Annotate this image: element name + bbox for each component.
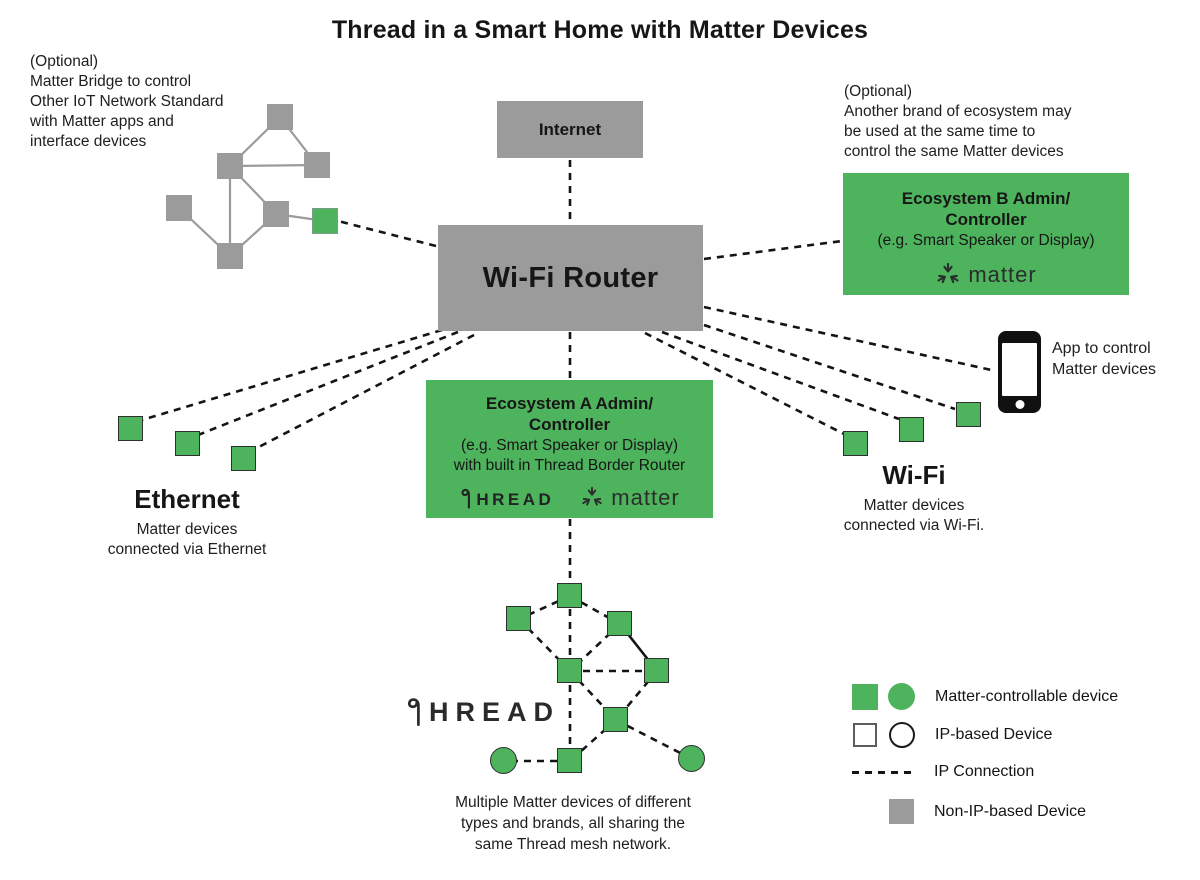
thread-matter-device <box>557 658 582 683</box>
ecosystem-a-subtitle: (e.g. Smart Speaker or Display) with bui… <box>453 437 686 474</box>
ethernet-heading: Ethernet <box>134 484 240 514</box>
thread-curl-t-icon <box>461 488 471 509</box>
legend-row-matter: Matter-controllable device <box>852 683 1118 710</box>
green-square-swatch <box>852 683 878 710</box>
white-square-swatch <box>853 723 877 747</box>
ecosystem-b-optional-note: (Optional) Another brand of ecosystem ma… <box>844 83 1072 160</box>
non-ip-device-node <box>267 104 293 130</box>
green-circle-swatch <box>888 683 915 710</box>
ecosystem-a-title: Ecosystem A Admin/ Controller <box>485 394 654 434</box>
thread-matter-device <box>506 606 531 631</box>
wifi-router-box: Wi-Fi Router <box>438 225 703 331</box>
thread-matter-device <box>603 707 628 732</box>
ethernet-section: Ethernet Matter devices connected via Et… <box>77 484 297 560</box>
phone-screen <box>1002 343 1037 396</box>
wifi-caption: Matter devices connected via Wi-Fi. <box>843 497 985 534</box>
thread-matter-device <box>607 611 632 636</box>
matter-icon <box>582 486 603 506</box>
thread-wordmark: HREAD <box>429 697 561 727</box>
thread-curl-t-icon <box>407 698 420 726</box>
wifi-matter-device <box>956 402 981 427</box>
thread-matter-device <box>557 748 582 773</box>
thread-logo-large: HREAD <box>404 694 560 728</box>
gray-square-swatch <box>889 799 914 824</box>
bridge-optional-note: (Optional) Matter Bridge to control Othe… <box>30 53 224 150</box>
ecosystem-b-subtitle: (e.g. Smart Speaker or Display) <box>877 232 1095 249</box>
thread-matter-device-circle <box>490 747 517 774</box>
wifi-section: Wi-Fi Matter devices connected via Wi-Fi… <box>804 460 1024 536</box>
legend-row-non-ip: Non-IP-based Device <box>889 799 1086 824</box>
matter-logo: matter <box>580 485 679 511</box>
matter-icon <box>937 262 959 284</box>
thread-matter-device <box>644 658 669 683</box>
ecosystem-a-box: Ecosystem A Admin/ Controller (e.g. Smar… <box>426 380 713 518</box>
wifi-heading: Wi-Fi <box>882 460 946 490</box>
non-ip-device-node <box>217 153 243 179</box>
ethernet-matter-device <box>118 416 143 441</box>
dashed-line-swatch <box>852 770 912 774</box>
matter-wordmark: matter <box>968 262 1037 287</box>
ethernet-matter-device <box>231 446 256 471</box>
wifi-matter-device <box>899 417 924 442</box>
non-ip-device-node <box>263 201 289 227</box>
ecosystem-b-title: Ecosystem B Admin/ Controller <box>901 189 1071 229</box>
matter-bridge-node <box>312 208 338 234</box>
white-circle-swatch <box>889 722 915 748</box>
ethernet-caption: Matter devices connected via Ethernet <box>107 521 267 558</box>
smartphone-icon <box>998 331 1041 413</box>
internet-label: Internet <box>538 119 602 139</box>
legend-row-connection: IP Connection <box>852 762 1034 782</box>
thread-matter-device <box>557 583 582 608</box>
legend-label: Matter-controllable device <box>935 687 1119 705</box>
matter-wordmark: matter <box>611 485 680 510</box>
legend-label: Non-IP-based Device <box>934 802 1087 820</box>
wifi-matter-device <box>843 431 868 456</box>
page-title: Thread in a Smart Home with Matter Devic… <box>331 16 869 44</box>
wifi-router-label: Wi-Fi Router <box>482 261 659 294</box>
non-ip-device-node <box>217 243 243 269</box>
legend-label: IP-based Device <box>935 726 1053 743</box>
legend-label: IP Connection <box>934 763 1035 780</box>
non-ip-device-node <box>304 152 330 178</box>
thread-matter-device-circle <box>678 745 705 772</box>
ethernet-matter-device <box>175 431 200 456</box>
thread-logo: HREAD <box>459 486 554 510</box>
thread-wordmark: HREAD <box>476 490 555 509</box>
thread-caption: Multiple Matter devices of different typ… <box>455 794 691 853</box>
app-control-note: App to control Matter devices <box>1052 340 1157 378</box>
phone-home-button <box>1015 400 1024 409</box>
non-ip-device-node <box>166 195 192 221</box>
legend-row-ip: IP-based Device <box>853 722 1052 748</box>
matter-logo: matter <box>935 262 1036 288</box>
internet-box: Internet <box>497 101 643 158</box>
ecosystem-b-box: Ecosystem B Admin/ Controller (e.g. Smar… <box>843 173 1129 295</box>
